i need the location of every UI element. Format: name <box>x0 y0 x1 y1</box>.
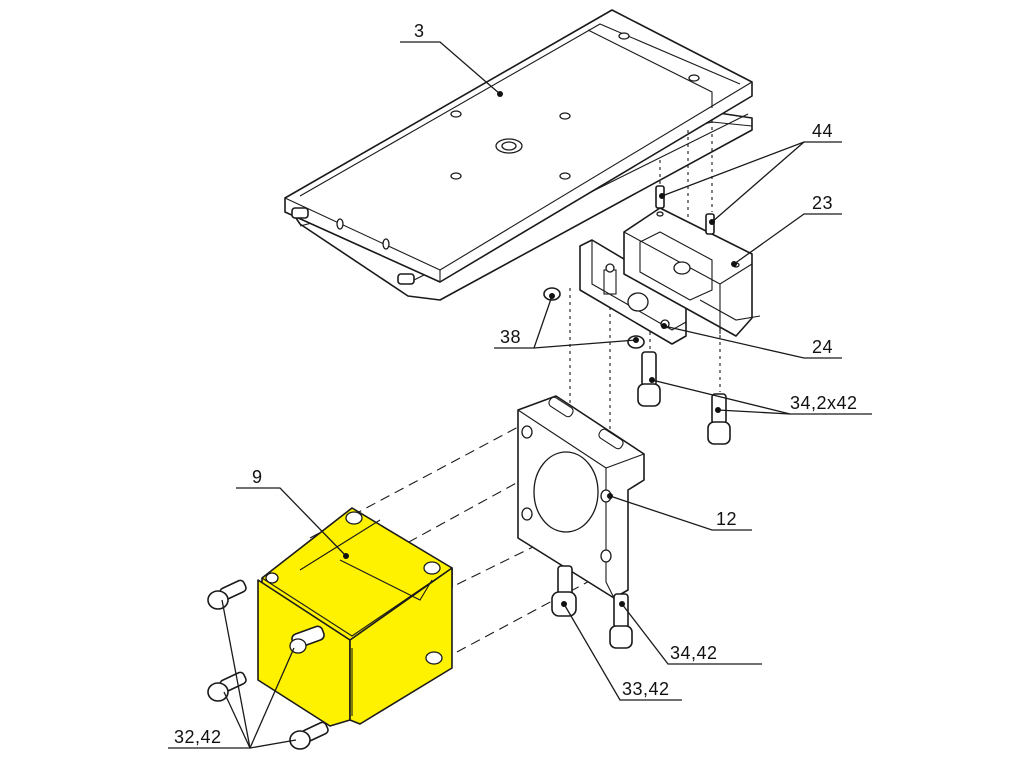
callout-34-2x42: 34,2x42 <box>790 393 858 413</box>
part-12-motor-bracket <box>517 395 645 599</box>
callout-3: 3 <box>414 21 425 41</box>
callout-44: 44 <box>812 121 834 141</box>
callout-12: 12 <box>716 509 738 529</box>
callout-24: 24 <box>812 337 834 357</box>
part-3-slide-plate <box>284 9 753 301</box>
callout-38: 38 <box>500 327 522 347</box>
part-24-mounting-plate <box>579 239 687 345</box>
callout-23: 23 <box>812 193 834 213</box>
callout-32-42: 32,42 <box>174 727 222 747</box>
callout-9: 9 <box>252 467 263 487</box>
part-9-stepper-motor <box>257 507 453 727</box>
screws-33-42 <box>551 565 577 617</box>
callout-34-42: 34,42 <box>670 643 718 663</box>
screws-34-2x42 <box>637 351 731 445</box>
callout-33-42: 33,42 <box>622 679 670 699</box>
leader-lines <box>168 41 872 749</box>
